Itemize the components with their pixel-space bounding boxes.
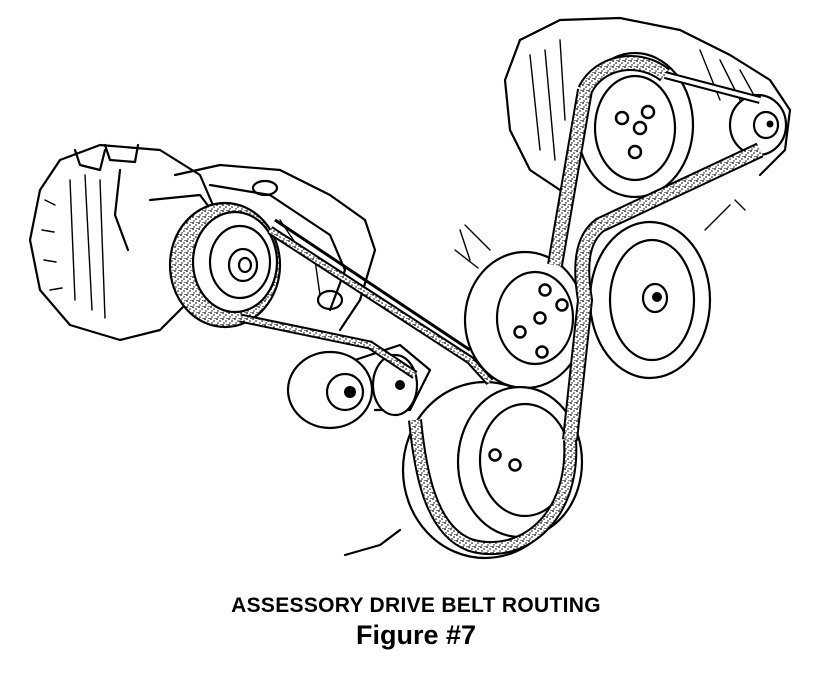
belt-tensioner	[286, 343, 432, 430]
diagram-caption-title: ASSESSORY DRIVE BELT ROUTING	[231, 594, 601, 617]
figure-number-label: Figure #7	[355, 620, 477, 650]
alternator-pulley	[575, 51, 695, 199]
compressor-pulley	[168, 201, 282, 329]
drive-belt	[239, 55, 764, 556]
water-pump-pulley	[454, 224, 587, 390]
